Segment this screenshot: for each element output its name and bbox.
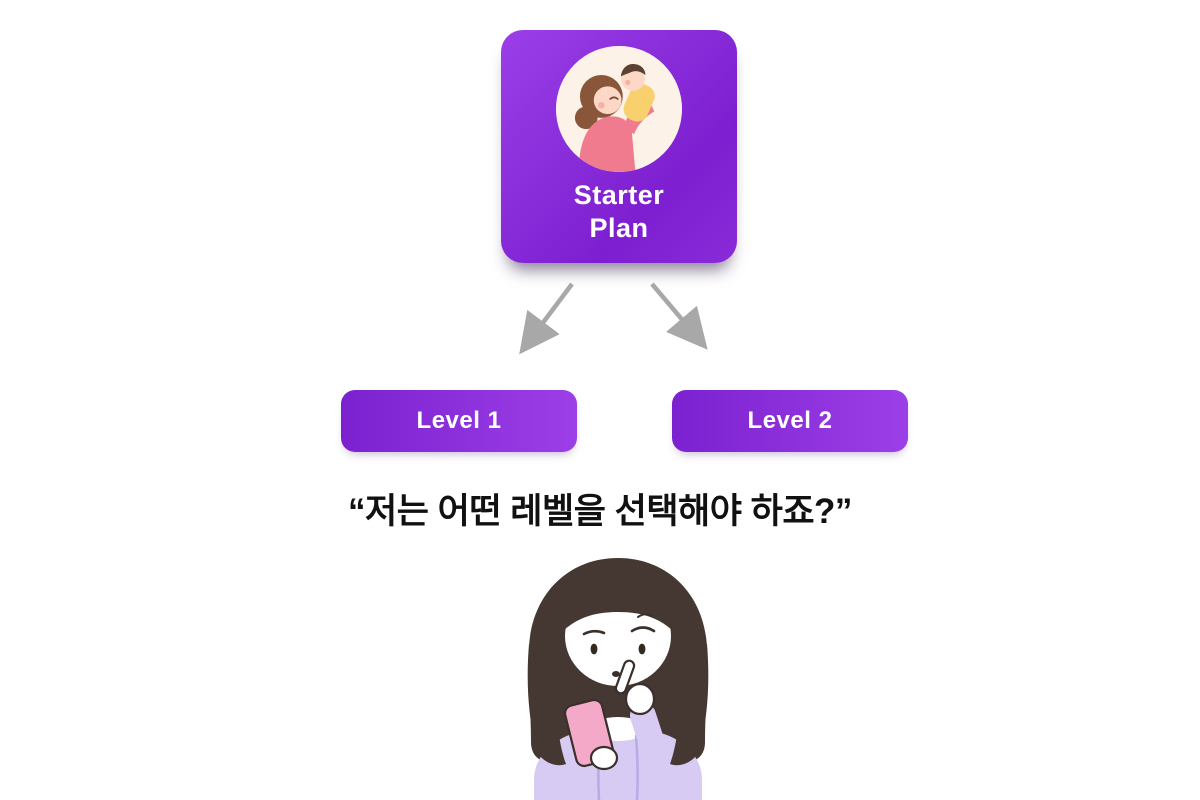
starter-card-label-line1: Starter (573, 180, 665, 210)
thinking-girl-with-phone-icon (527, 558, 709, 800)
level-2-button[interactable]: Level 2 (672, 390, 908, 452)
mother-child-avatar (556, 46, 682, 172)
starter-card-label: Starter Plan (574, 179, 665, 245)
starter-plan-card[interactable]: Starter Plan (501, 30, 737, 263)
starter-card-label-line2: Plan (589, 212, 649, 243)
branch-arrows-icon (519, 282, 708, 355)
mother-holding-child-icon (556, 46, 682, 172)
level-1-button[interactable]: Level 1 (341, 390, 577, 452)
question-text: “저는 어떤 레벨을 선택해야 하죠?” (348, 492, 852, 531)
